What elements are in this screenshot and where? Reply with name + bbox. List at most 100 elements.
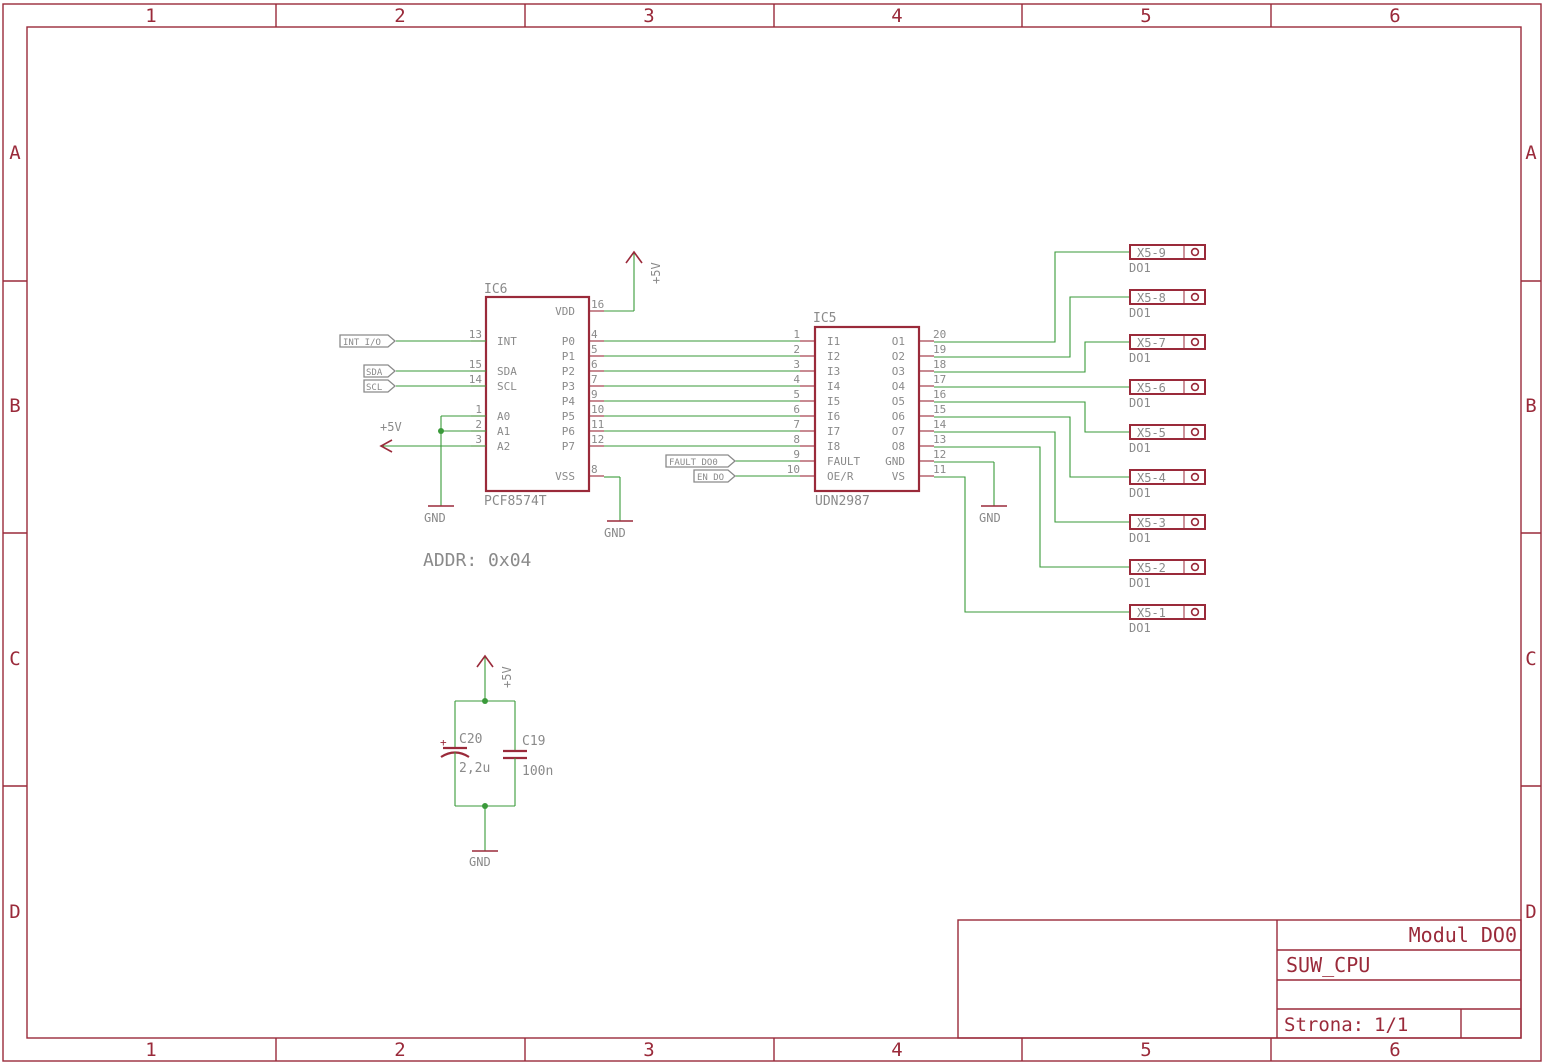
ic5-pin-number: 16	[933, 388, 946, 401]
connector-name: X5-1	[1137, 606, 1166, 620]
ic6-pin-name: VDD	[555, 305, 575, 318]
ic6-pin-name: A0	[497, 410, 510, 423]
ic6-pin-name: A2	[497, 440, 510, 453]
connector-name: X5-7	[1137, 336, 1166, 350]
ic5-pin-name: FAULT	[827, 455, 860, 468]
ic6-pin-number: 9	[591, 388, 598, 401]
ic6-pin-number: 4	[591, 328, 598, 341]
ic6-pin-number: 13	[469, 328, 482, 341]
ic5-pin-name: O8	[892, 440, 905, 453]
ic6-pin-number: 7	[591, 373, 598, 386]
ic6-pin-name: P1	[562, 350, 575, 363]
net-label-en[interactable]: EN_DO	[693, 469, 736, 483]
frame-row-label: D	[1525, 901, 1536, 923]
ic6-pin-name: P4	[562, 395, 576, 408]
connector-value: DO1	[1129, 261, 1151, 275]
ic5-pin-name: I6	[827, 410, 840, 423]
connector-value: DO1	[1129, 396, 1151, 410]
address-note: ADDR: 0x04	[423, 550, 531, 571]
ic5-pin-number: 3	[793, 358, 800, 371]
ic5-pin-number: 17	[933, 373, 946, 386]
ic6-pin-number: 15	[469, 358, 482, 371]
caps-vcc-label: +5V	[500, 666, 514, 688]
net-label-scl[interactable]: SCL	[363, 379, 396, 393]
ic5-pin-name: O6	[892, 410, 905, 423]
ic5-gnd: GND	[934, 461, 1007, 525]
ic5-pin-number: 19	[933, 343, 946, 356]
c19-name: C19	[522, 734, 545, 749]
ic5-pin-name: I3	[827, 365, 840, 378]
ic6-pin-name: P5	[562, 410, 575, 423]
ic5-pin-number: 1	[793, 328, 800, 341]
ic5-pin-name: VS	[892, 470, 905, 483]
frame-row-label: B	[1525, 395, 1536, 417]
frame-column-label: 2	[394, 5, 405, 27]
frame-column-label: 3	[643, 1039, 654, 1061]
ic5-pin-number: 11	[933, 463, 946, 476]
ic5-pin-name: I2	[827, 350, 840, 363]
frame-column-label: 3	[643, 5, 654, 27]
connector-name: X5-3	[1137, 516, 1166, 530]
connector-name: X5-6	[1137, 381, 1166, 395]
frame-column-label: 6	[1389, 1039, 1400, 1061]
ic6-pin-name: A1	[497, 425, 510, 438]
connector-name: X5-2	[1137, 561, 1166, 575]
ic5-pin-name: I8	[827, 440, 840, 453]
ic5-pin-name: O2	[892, 350, 905, 363]
net-label-int[interactable]: INT_I/O	[339, 334, 396, 348]
ic5-pin-name: I7	[827, 425, 840, 438]
ic6-addr-gnd-label: GND	[424, 511, 446, 525]
output-nets	[934, 251, 1130, 613]
ic5-pin-name: O1	[892, 335, 905, 348]
ic6-vdd-label: +5V	[649, 262, 663, 284]
title-block-sheet-label: Strona:	[1284, 1014, 1364, 1036]
ic5-pin-number: 4	[793, 373, 800, 386]
ic5-pin-name: O4	[892, 380, 906, 393]
frame-column-label: 1	[145, 1039, 156, 1061]
c20-name: C20	[459, 732, 482, 747]
ic5-pin-name: OE/R	[827, 470, 854, 483]
ic5-pin-number: 8	[793, 433, 800, 446]
connector-value: DO1	[1129, 576, 1151, 590]
ic6-pin-number: 8	[591, 463, 598, 476]
net-label-sda[interactable]: SDA	[363, 364, 396, 378]
caps-gnd-label: GND	[469, 855, 491, 869]
net-label-fault[interactable]: FAULT_DO0	[665, 454, 736, 468]
ic5-pin-number: 5	[793, 388, 800, 401]
svg-text:SDA: SDA	[366, 368, 383, 378]
ic5-udn2987[interactable]: IC5 UDN2987 1I12I23I34I45I56I67I78I89FAU…	[787, 311, 947, 509]
frame-row-label: A	[9, 142, 21, 164]
c19-value: 100n	[522, 764, 553, 779]
frame-column-label: 5	[1140, 1039, 1151, 1061]
connector-x5[interactable]: X5-9DO1X5-8DO1X5-7DO1X5-6DO1X5-5DO1X5-4D…	[1129, 244, 1206, 635]
junction-dot	[482, 698, 488, 704]
decoupling-caps: +5V + C20 2,2u C19 100n GND	[440, 654, 553, 869]
ic5-pin-name: GND	[885, 455, 905, 468]
a2-supply-label: +5V	[380, 420, 402, 434]
ic6-pin-name: P7	[562, 440, 575, 453]
ic6-vss-ground: GND	[604, 476, 633, 540]
title-block-project: SUW_CPU	[1286, 953, 1370, 977]
svg-text:FAULT_DO0: FAULT_DO0	[669, 458, 718, 468]
connector-value: DO1	[1129, 351, 1151, 365]
connector-value: DO1	[1129, 531, 1151, 545]
ic6-pin-number: 10	[591, 403, 604, 416]
frame-column-label: 4	[891, 5, 902, 27]
ic5-name: IC5	[813, 311, 836, 326]
ic5-value: UDN2987	[815, 494, 870, 509]
ic6-pcf8574t[interactable]: IC6 PCF8574T 13INT15SDA14SCL1A02A13A216V…	[469, 282, 605, 509]
connector-value: DO1	[1129, 306, 1151, 320]
frame-row-label: B	[9, 395, 20, 417]
ic5-pin-number: 7	[793, 418, 800, 431]
ic6-pin-number: 6	[591, 358, 598, 371]
frame-row-label: C	[1525, 648, 1536, 670]
